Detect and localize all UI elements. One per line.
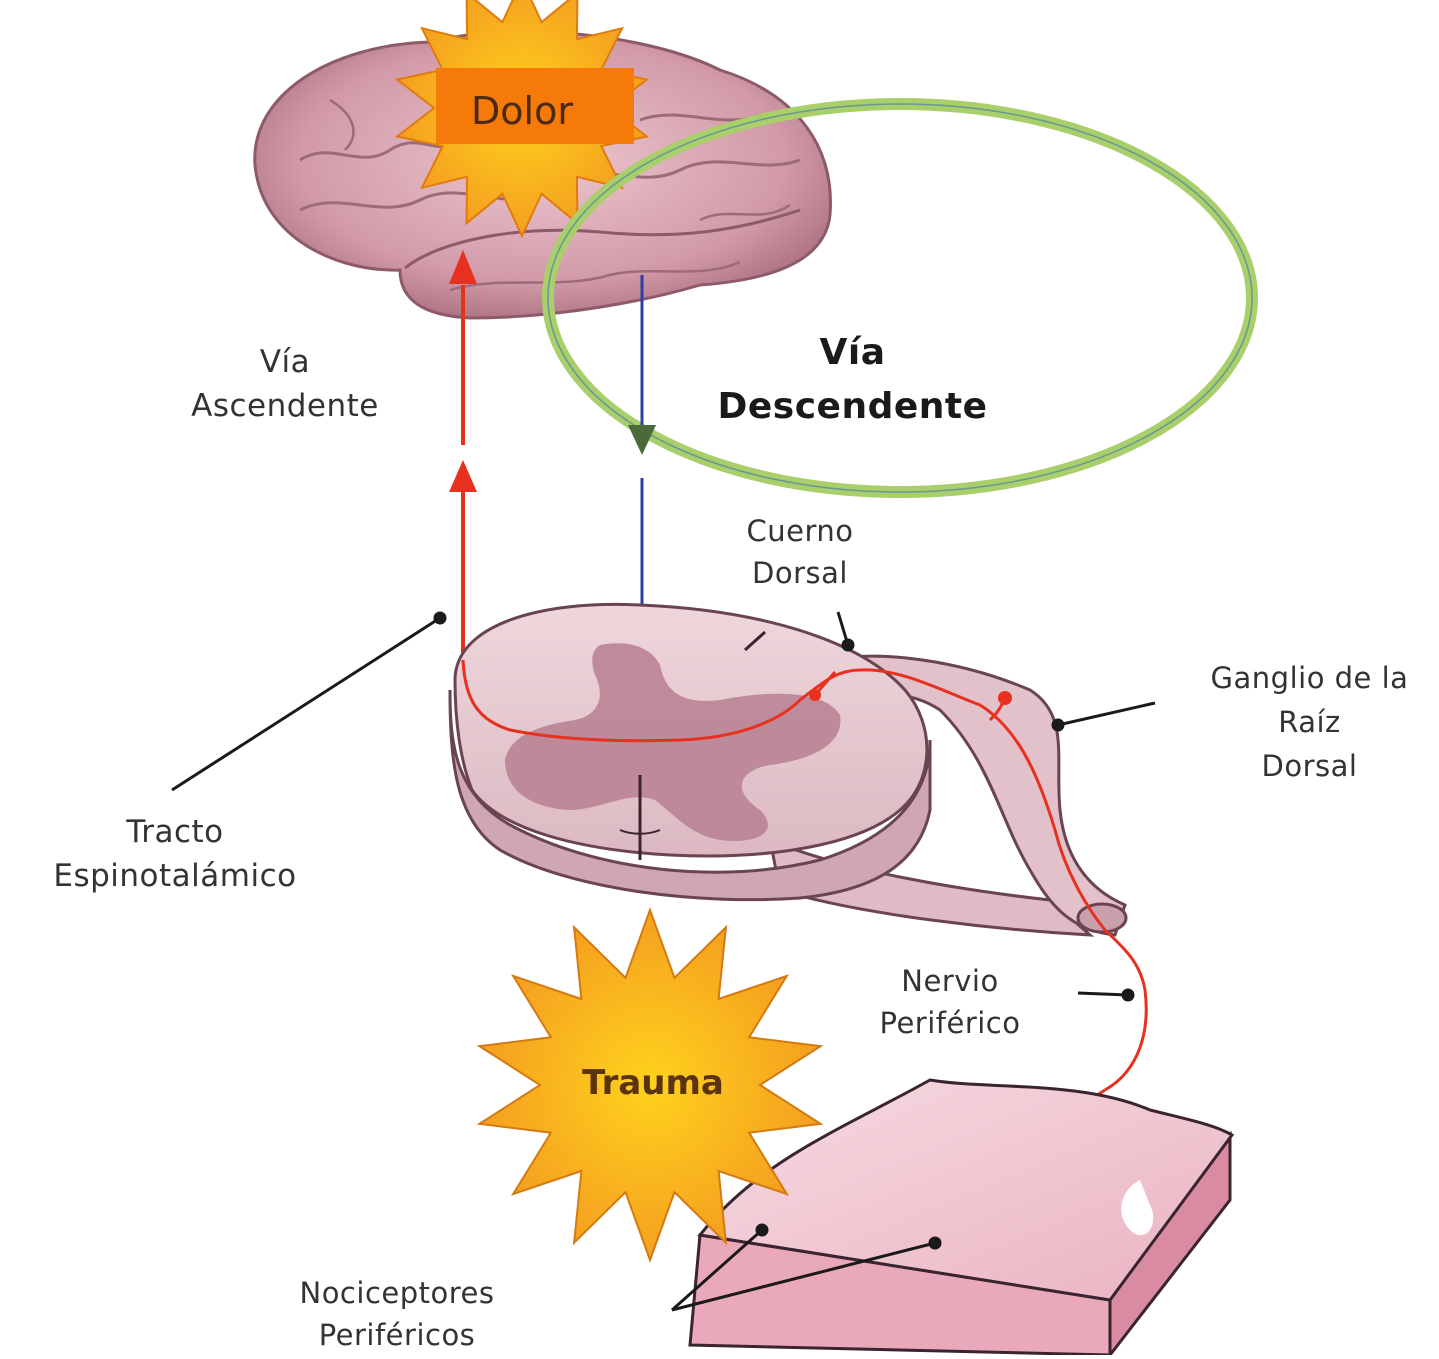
trauma-label: Trauma bbox=[582, 1063, 724, 1103]
nervio-periferico-label: Nervio Periférico bbox=[845, 960, 1055, 1044]
cuerno-dorsal-label: Cuerno Dorsal bbox=[700, 510, 900, 594]
nociceptores-perifericos-label: Nociceptores Periféricos bbox=[262, 1272, 532, 1356]
via-descendente-label: Vía Descendente bbox=[680, 326, 1025, 434]
ganglio-raiz-dorsal-label: Ganglio de la Raíz Dorsal bbox=[1180, 656, 1439, 788]
descending-arrow bbox=[628, 275, 656, 660]
tracto-espinotalamico-label: Tracto Espinotalámico bbox=[10, 810, 340, 898]
dolor-label: Dolor bbox=[471, 89, 573, 133]
via-ascendente-label: Vía Ascendente bbox=[150, 340, 420, 428]
spinal-cord-cross-section bbox=[450, 604, 1126, 935]
